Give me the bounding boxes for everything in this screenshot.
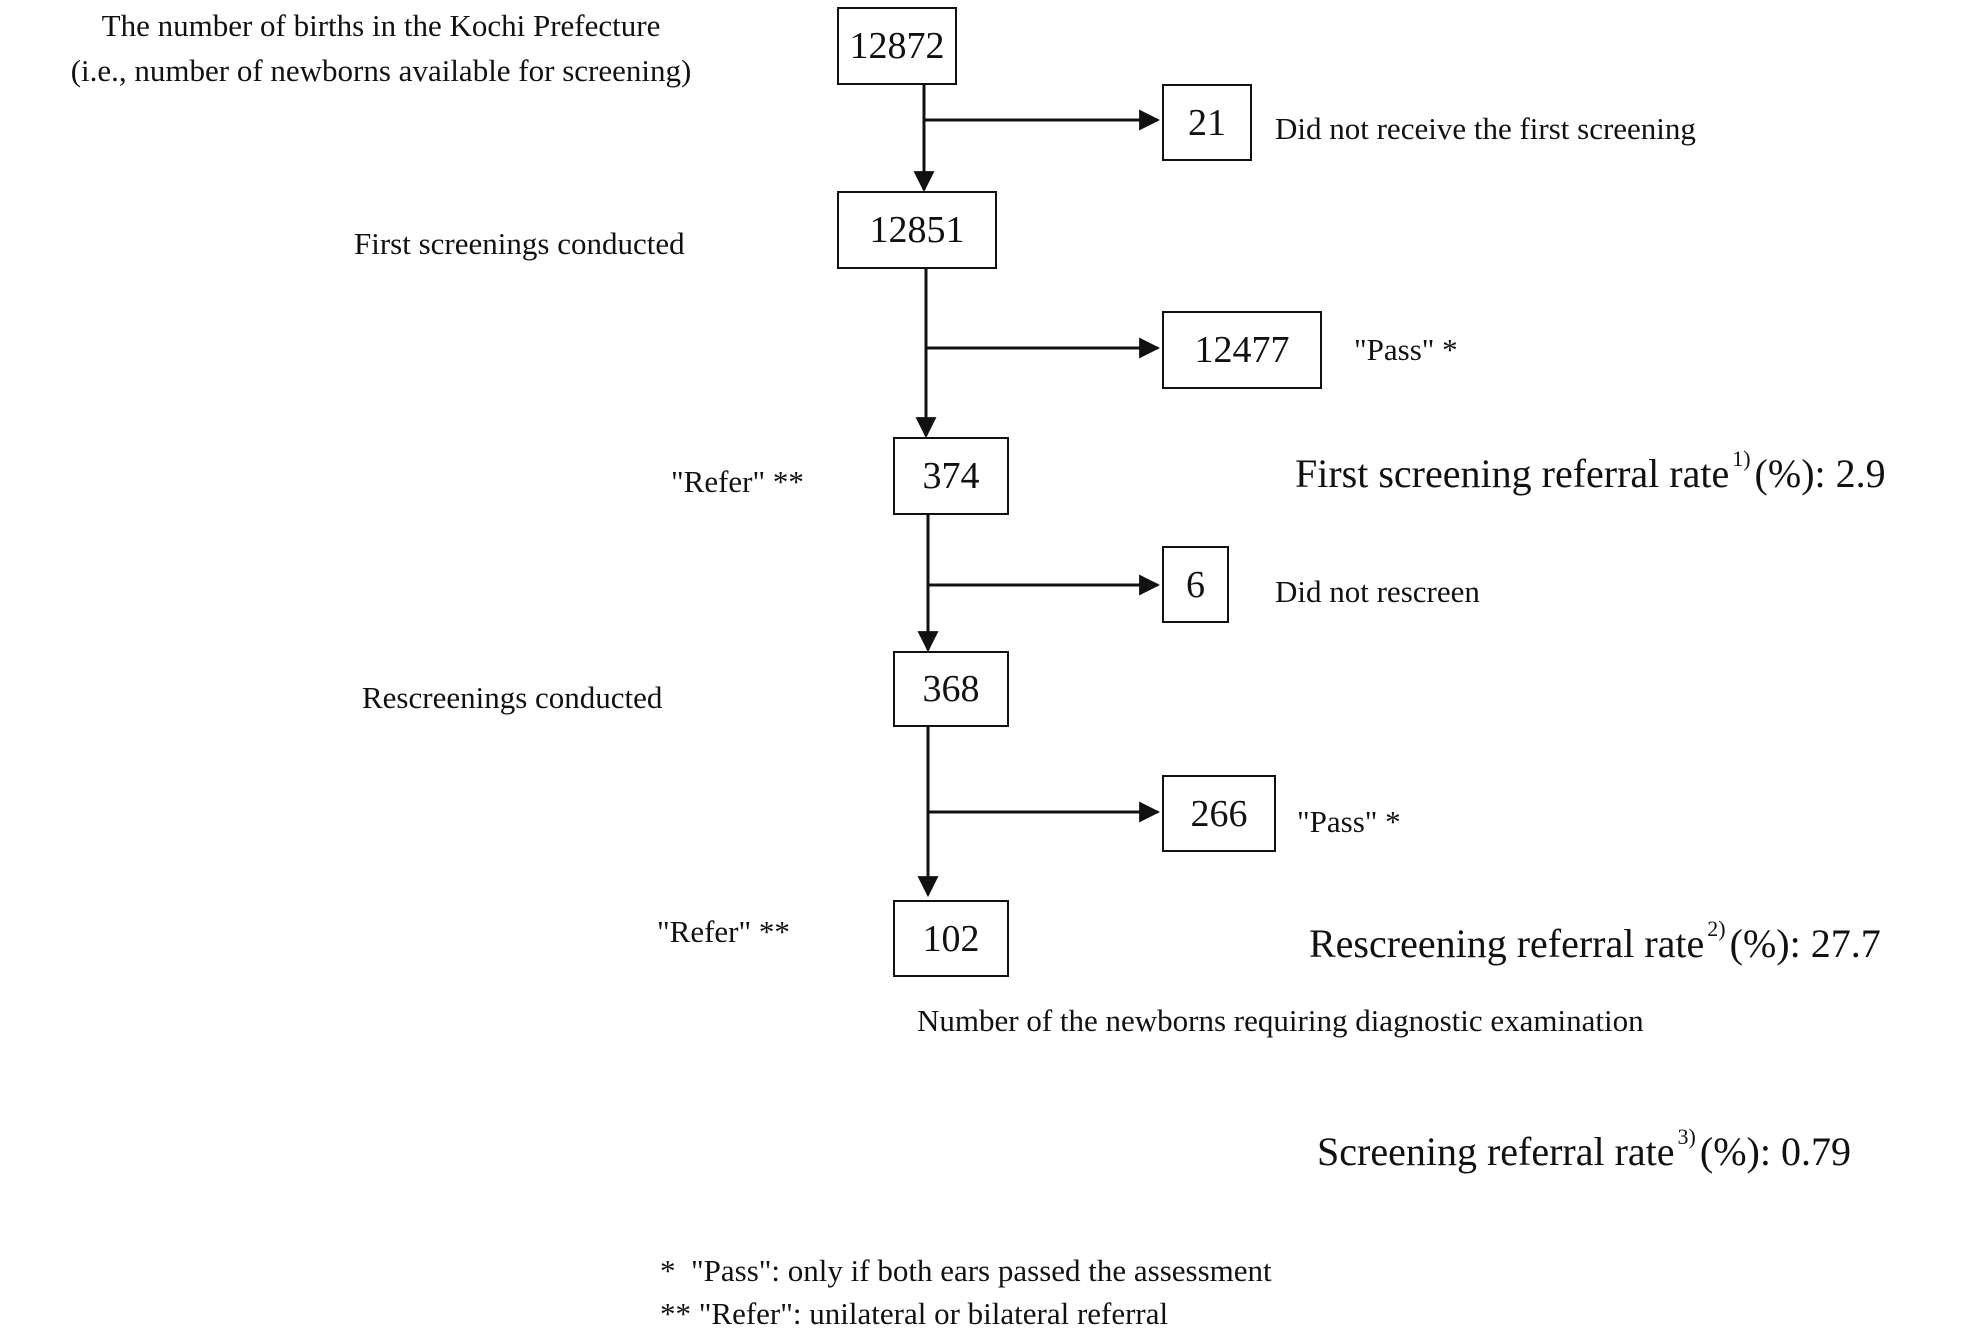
first-rate-note: 1) xyxy=(1732,446,1751,471)
rescreen-refer-box: 102 xyxy=(893,900,1009,977)
footnote-pass: * "Pass": only if both ears passed the a… xyxy=(660,1253,1272,1288)
footnote-refer: ** "Refer": unilateral or bilateral refe… xyxy=(660,1296,1169,1331)
overall-rate-value: (%): 0.79 xyxy=(1699,1129,1851,1174)
births-count-box: 12872 xyxy=(837,7,957,85)
no-rescreen-label: Did not rescreen xyxy=(1275,574,1480,609)
rescreen-conducted-box: 368 xyxy=(893,651,1009,727)
no-rescreen-box: 6 xyxy=(1162,546,1229,623)
first-conducted-label: First screenings conducted xyxy=(354,226,685,261)
first-pass-box: 12477 xyxy=(1162,311,1322,389)
first-conducted-box: 12851 xyxy=(837,191,997,269)
first-refer-box: 374 xyxy=(893,437,1009,515)
first-pass-label: "Pass" * xyxy=(1354,332,1458,367)
births-label-line2: (i.e., number of newborns available for … xyxy=(70,53,692,88)
births-label-line1: The number of births in the Kochi Prefec… xyxy=(101,8,661,43)
overall-rate-note: 3) xyxy=(1677,1124,1696,1149)
rescreen-pass-label: "Pass" * xyxy=(1297,804,1401,839)
rescreen-rate-text: Rescreening referral rate xyxy=(1309,921,1705,966)
diagnostic-label: Number of the newborns requiring diagnos… xyxy=(917,1003,1644,1038)
no-first-screening-label: Did not receive the first screening xyxy=(1275,111,1696,146)
rescreen-rate-note: 2) xyxy=(1707,916,1726,941)
rescreen-conducted-label: Rescreenings conducted xyxy=(362,680,663,715)
rescreen-rate-value: (%): 27.7 xyxy=(1729,921,1881,966)
first-rate-value: (%): 2.9 xyxy=(1754,451,1886,496)
overall-rate-text: Screening referral rate xyxy=(1317,1129,1675,1174)
no-first-screening-box: 21 xyxy=(1162,84,1252,161)
rescreen-refer-label: "Refer" ** xyxy=(657,914,790,949)
first-refer-label: "Refer" ** xyxy=(671,464,804,499)
first-rate-text: First screening referral rate xyxy=(1295,451,1730,496)
rescreen-pass-box: 266 xyxy=(1162,775,1276,852)
